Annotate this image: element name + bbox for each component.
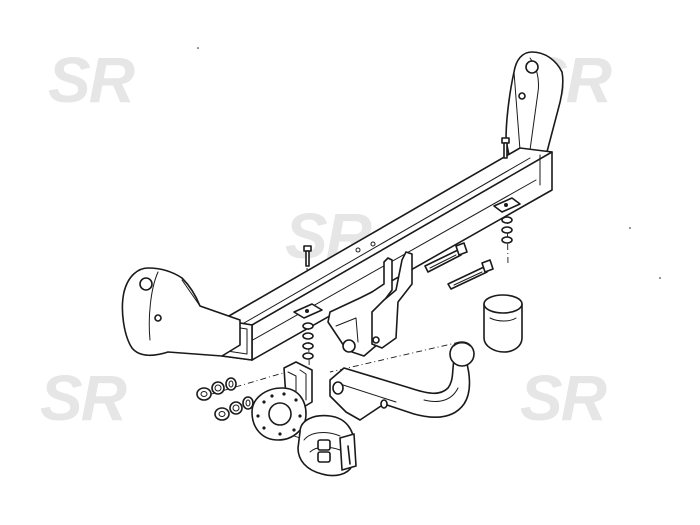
watermarks: SR SR SR SR SR (40, 44, 614, 434)
tow-ball-neck (329, 341, 475, 421)
washer-stack-right (501, 216, 513, 244)
watermark-top-left: SR (48, 44, 135, 116)
corner-marks (197, 47, 661, 279)
bracket-hole (518, 92, 526, 100)
bracket-hole (139, 277, 153, 291)
mounting-plates (293, 197, 521, 319)
axis-ball (329, 341, 461, 373)
bracket-hole (525, 60, 539, 74)
electrical-socket (297, 414, 357, 477)
bracket-hole (372, 336, 380, 344)
tow-ball-cap (483, 294, 523, 353)
socket-plate (251, 387, 307, 441)
nuts-and-washers (196, 377, 254, 421)
bracket-hole (154, 314, 162, 322)
hitch-bracket (327, 251, 413, 357)
watermark-bottom-right: SR (520, 362, 607, 434)
axis-right-bolt (505, 139, 509, 266)
left-side-bracket (121, 267, 241, 357)
washer-stack-left (302, 322, 314, 360)
small-bolts (303, 137, 510, 267)
bracket-hole (342, 339, 356, 353)
long-bolts (424, 242, 494, 290)
watermark-bottom-left: SR (40, 362, 127, 434)
